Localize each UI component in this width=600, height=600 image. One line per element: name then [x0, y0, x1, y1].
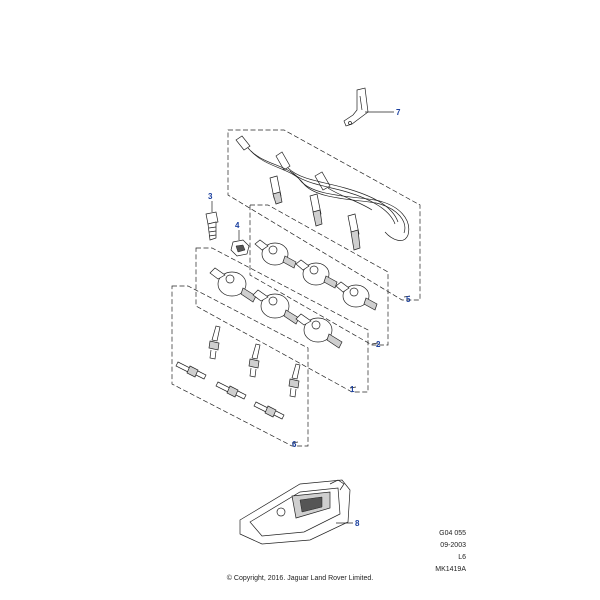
group-box-1 [195, 247, 369, 393]
leader-line-1 [349, 386, 357, 389]
engine-code: L6 [458, 554, 466, 561]
callout-7: 7 [396, 108, 401, 117]
bracket-part [343, 87, 369, 127]
group-box-6 [171, 285, 309, 447]
ignition-leads-part [235, 135, 410, 251]
ignition-coil-back-row [254, 239, 378, 311]
callout-6: 6 [292, 440, 297, 449]
callout-4: 4 [235, 221, 240, 230]
bolt-part [205, 211, 219, 241]
nut-part [230, 239, 250, 257]
group-box-2 [249, 204, 389, 346]
engine-cover-part [239, 479, 351, 545]
leader-line-2 [371, 342, 379, 345]
drawing-reference: MK1419A [435, 566, 466, 573]
ignition-coil-front-row [209, 267, 343, 349]
callout-5: 5 [406, 295, 411, 304]
callout-8: 8 [355, 519, 360, 528]
figure-date: 09-2003 [440, 542, 466, 549]
group-box-5 [227, 129, 421, 301]
callout-3: 3 [208, 192, 213, 201]
callout-2: 2 [376, 340, 381, 349]
spark-plugs-part [175, 325, 301, 420]
leader-line-6 [291, 441, 299, 444]
copyright-notice: © Copyright, 2016. Jaguar Land Rover Lim… [226, 575, 374, 582]
callout-1: 1 [350, 385, 355, 394]
figure-code: G04 055 [439, 530, 466, 537]
leader-line-5 [403, 295, 411, 298]
